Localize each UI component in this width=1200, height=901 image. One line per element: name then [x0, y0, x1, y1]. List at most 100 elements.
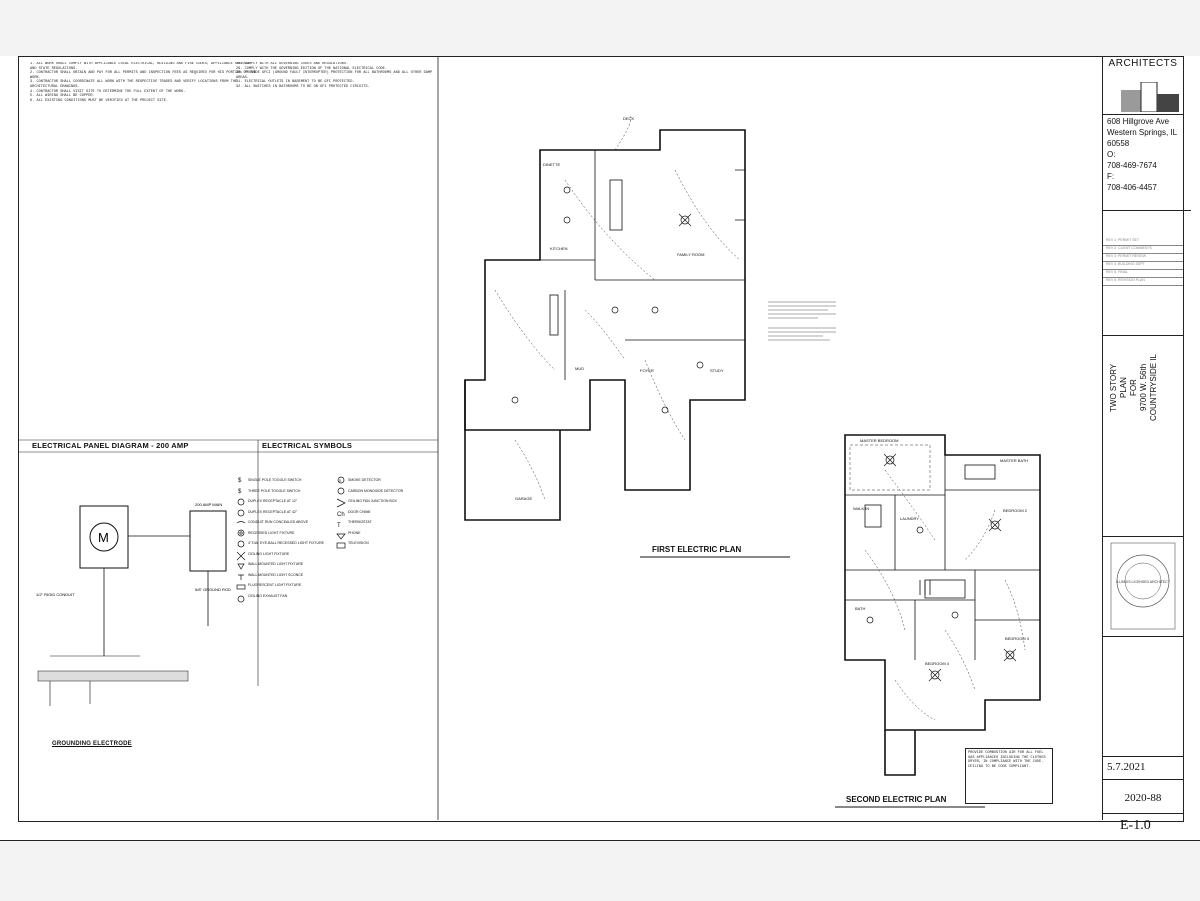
- svg-text:$: $: [238, 489, 242, 495]
- symbol-item: CONDUIT RUN CONCEALED ABOVE: [248, 520, 309, 524]
- panel-diagram-heading: ELECTRICAL PANEL DIAGRAM - 200 AMP: [32, 441, 189, 450]
- general-notes-left: 1. ALL WORK SHALL COMPLY WITH APPLICABLE…: [30, 62, 257, 103]
- svg-text:T: T: [337, 523, 341, 529]
- revision-row: REV 5: FINAL: [1103, 270, 1183, 278]
- room-label: FAMILY ROOM: [677, 252, 704, 257]
- date-cell: 5.7.2021: [1103, 756, 1183, 780]
- revision-row: REV 4: BUILDING DEPT: [1103, 262, 1183, 270]
- firm-address-cell: 608 Hillgrove Ave Western Springs, IL 60…: [1103, 114, 1191, 211]
- project-line-2: PLAN: [1119, 377, 1128, 398]
- revision-row: REV 1: PERMIT SET: [1103, 238, 1183, 246]
- room-label: DINETTE: [543, 162, 560, 167]
- symbol-item: THERMOSTAT: [348, 520, 372, 524]
- symbol-item: DUPLEX RECEPTACLE AT 12": [248, 499, 298, 503]
- job-number-cell: 2020-88: [1103, 780, 1183, 814]
- firm-logo: [1121, 82, 1179, 112]
- room-label: MASTER BATH: [1000, 458, 1028, 463]
- project-line-3: FOR: [1129, 379, 1138, 396]
- office-label: O:: [1107, 150, 1116, 159]
- job-number: 2020-88: [1124, 792, 1162, 804]
- meter-icon: [89, 522, 119, 552]
- sheet-dividers: [18, 56, 439, 820]
- fax-label: F:: [1107, 172, 1115, 181]
- symbol-item: 4" DIA. EYE-BALL RECESSED LIGHT FIXTURE: [248, 541, 324, 545]
- svg-text:Ch: Ch: [337, 512, 345, 518]
- symbols-heading: ELECTRICAL SYMBOLS: [262, 441, 353, 450]
- viewer-top-band: [0, 0, 1200, 56]
- revision-row: REV 3: PERMIT REVIEW: [1103, 254, 1183, 262]
- symbol-item: CARBON MONOXIDE DETECTOR: [348, 488, 404, 493]
- svg-text:S: S: [339, 479, 342, 483]
- firm-address-1: 608 Hillgrove Ave: [1107, 117, 1170, 126]
- symbol-glyphs: $ $ S Ch T: [236, 476, 346, 603]
- room-label: STUDY: [710, 368, 724, 373]
- office-phone: 708-469-7674: [1107, 161, 1157, 170]
- room-label: FOYER: [640, 368, 654, 373]
- title-block: ARCHITECTS 608 Hillgrove Ave Western Spr…: [1102, 56, 1191, 820]
- symbol-item: SMOKE DETECTOR: [348, 478, 381, 482]
- project-title-cell: TWO STORY PLAN FOR 9700 W. 56th COUNTRYS…: [1103, 336, 1183, 537]
- project-title: TWO STORY PLAN FOR 9700 W. 56th COUNTRYS…: [1109, 354, 1159, 421]
- room-label: BATH: [855, 606, 865, 611]
- room-label: WALK IN: [853, 506, 869, 511]
- room-label: BEDROOM 4: [925, 661, 950, 666]
- symbol-item: TELEVISION: [348, 541, 369, 545]
- grounding-heading: GROUNDING ELECTRODE: [52, 741, 132, 747]
- open-to-below: [849, 444, 931, 491]
- revision-row: REV 2: CLIENT COMMENTS: [1103, 246, 1183, 254]
- first-plan-title: FIRST ELECTRIC PLAN: [652, 545, 742, 554]
- project-line-4: 9700 W. 56th: [1139, 363, 1148, 412]
- room-label: MASTER BEDROOM: [860, 438, 898, 443]
- sheet-number: E-1.0: [1120, 818, 1151, 833]
- seal-text: ILLINOIS LICENSED ARCHITECT: [1116, 580, 1171, 584]
- symbols-list: SINGLE POLE TOGGLE SWITCH THREE POLE TOG…: [236, 478, 336, 604]
- firm-address-2: Western Springs, IL: [1107, 128, 1178, 137]
- svg-text:5/8" GROUND ROD: 5/8" GROUND ROD: [195, 587, 231, 592]
- revision-row: REV 6: REVISION PLAN: [1103, 278, 1183, 286]
- issue-date: 5.7.2021: [1107, 761, 1146, 773]
- general-notes-middle: 28. COMPLY WITH ALL GOVERNING CODES AND …: [236, 62, 433, 89]
- room-label: KITCHEN: [550, 246, 568, 251]
- architect-seal: ILLINOIS LICENSED ARCHITECT: [1110, 542, 1176, 630]
- symbols-list-right: SMOKE DETECTOR CARBON MONOXIDE DETECTOR …: [336, 478, 426, 552]
- firm-logo-cell: ARCHITECTS: [1103, 56, 1183, 115]
- seal-cell: ILLINOIS LICENSED ARCHITECT: [1103, 536, 1183, 637]
- panel-diagram: M 1/2" RIGID CONDUIT 200 AMP MAIN 5/8" G…: [36, 502, 231, 706]
- room-label: DECK: [623, 116, 634, 121]
- symbol-item: FLUORESCENT LIGHT FIXTURE: [248, 583, 302, 587]
- second-plan-note: PROVIDE COMBUSTION AIR FOR ALL FUEL GAS …: [965, 748, 1053, 804]
- viewer-bottom-band: [0, 840, 1200, 901]
- drawing-sheet: [18, 56, 1184, 822]
- symbol-item: DUPLEX RECEPTACLE AT 42": [248, 509, 298, 514]
- second-floor-plan: MASTER BEDROOM MASTER BATH BEDROOM 2 BED…: [844, 434, 1041, 776]
- symbol-item: PHONE: [348, 530, 361, 535]
- second-plan-title: SECOND ELECTRIC PLAN: [846, 795, 947, 804]
- blank-cell: [1103, 636, 1183, 757]
- room-label: GARAGE: [515, 496, 532, 501]
- first-plan-notes: [768, 301, 836, 341]
- symbol-item: RECESSED LIGHT FIXTURE: [248, 530, 295, 535]
- fax-phone: 708-406-4457: [1107, 183, 1157, 192]
- room-label: BEDROOM 3: [1005, 636, 1030, 641]
- project-line-1: TWO STORY: [1109, 363, 1118, 412]
- firm-name: ARCHITECTS: [1108, 58, 1178, 69]
- symbol-item: CEILING FAN JUNCTION BOX: [348, 499, 397, 503]
- symbol-item: WALL MOUNTED LIGHT SCONCE: [248, 572, 304, 577]
- svg-text:200 AMP MAIN: 200 AMP MAIN: [195, 502, 222, 507]
- room-label: LAUNDRY: [900, 516, 919, 521]
- room-label: MUD: [575, 366, 584, 371]
- svg-text:M: M: [98, 530, 109, 545]
- firm-zip: 60558: [1107, 139, 1130, 148]
- symbol-item: THREE POLE TOGGLE SWITCH: [248, 488, 301, 493]
- symbol-item: CEILING LIGHT FIXTURE: [248, 551, 290, 556]
- symbol-item: DOOR CHIME: [348, 509, 371, 514]
- second-plan-title-rule: [835, 806, 985, 808]
- symbol-item: CEILING EXHAUST FAN: [248, 593, 288, 598]
- first-plan-title-rule: [640, 556, 790, 558]
- room-label: BEDROOM 2: [1003, 508, 1028, 513]
- symbol-item: SINGLE POLE TOGGLE SWITCH: [248, 478, 302, 482]
- svg-text:$: $: [238, 478, 242, 484]
- main-panel-box: [189, 510, 227, 572]
- revisions-cell: REV 1: PERMIT SET REV 2: CLIENT COMMENTS…: [1103, 206, 1183, 336]
- symbol-item: WALL MOUNTED LIGHT FIXTURE: [248, 562, 304, 566]
